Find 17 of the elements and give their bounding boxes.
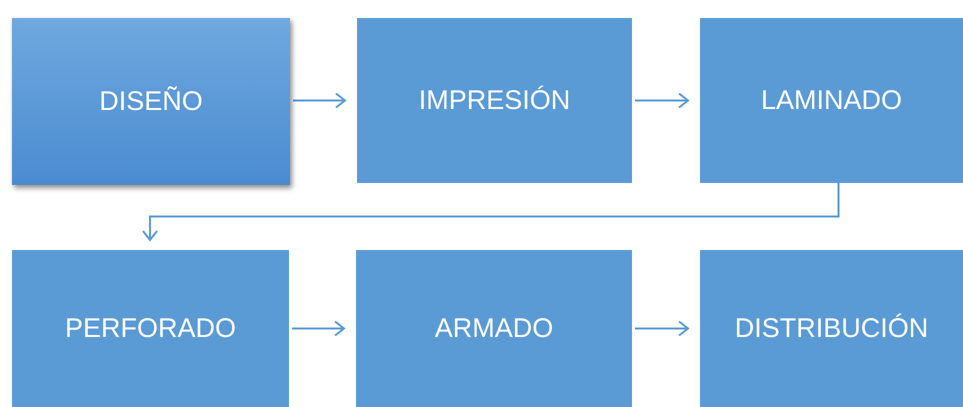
process-box [700, 18, 963, 183]
step-label: DISEÑO [99, 84, 203, 118]
process-box [12, 18, 290, 185]
process-box [356, 250, 632, 407]
process-box [357, 18, 632, 183]
step-label: DISTRIBUCIÓN [734, 312, 928, 345]
step-label: PERFORADO [64, 312, 236, 345]
process-box [12, 250, 289, 407]
arrow [293, 92, 346, 108]
step-label: ARMADO [434, 312, 554, 345]
step-label: LAMINADO [760, 84, 902, 117]
process-box [700, 250, 963, 407]
arrow [292, 320, 345, 336]
arrow [142, 183, 840, 241]
step-label: IMPRESIÓN [418, 84, 570, 117]
arrow [635, 320, 689, 336]
arrow [635, 92, 689, 108]
